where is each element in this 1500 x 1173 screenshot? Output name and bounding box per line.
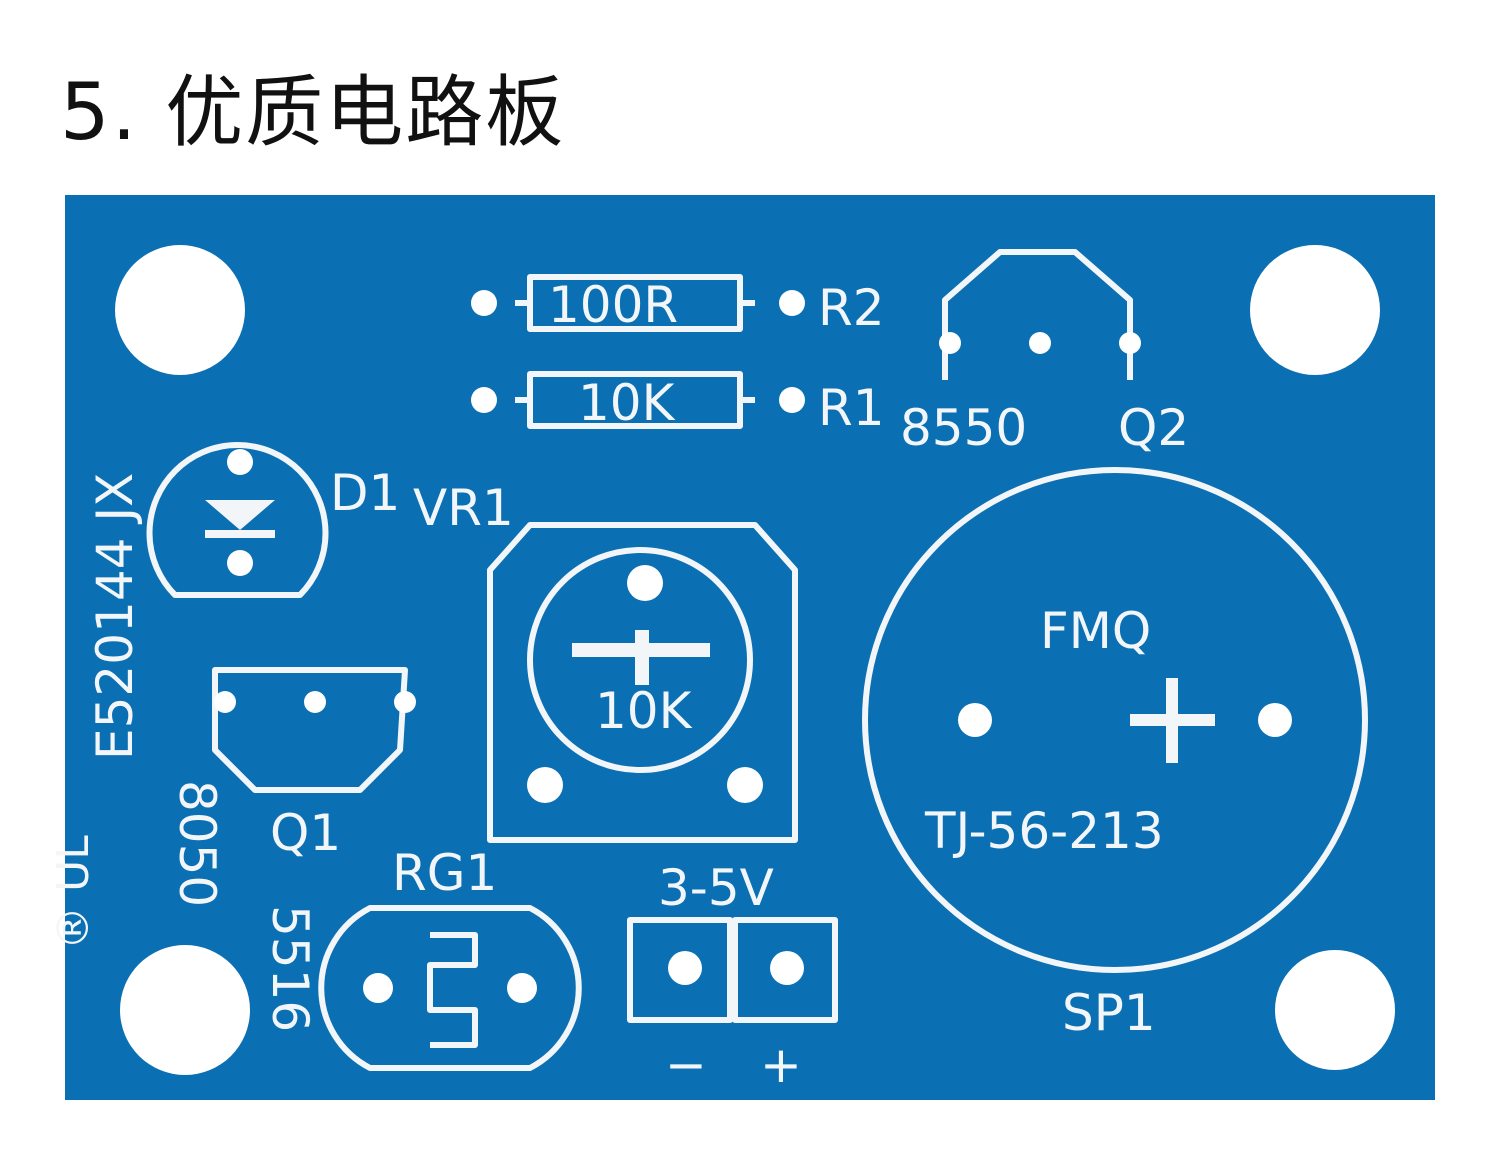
photoresistor-rg1: RG1 5516 bbox=[261, 844, 582, 1071]
resistor-r2: 100R R2 bbox=[471, 274, 885, 337]
buzzer-type-label: FMQ bbox=[1040, 602, 1151, 660]
mounting-holes bbox=[115, 245, 1395, 1075]
transistor-q2: 8550 Q2 bbox=[900, 249, 1189, 457]
q1-part-label: 8050 bbox=[168, 780, 226, 907]
resistor-r1: 10K R1 bbox=[471, 371, 885, 437]
vr1-value-label: 10K bbox=[595, 682, 693, 740]
vr1-label: VR1 bbox=[413, 479, 514, 537]
q2-part-label: 8550 bbox=[900, 399, 1027, 457]
board-code-label: E520144 JX bbox=[86, 473, 144, 760]
d1-label: D1 bbox=[330, 464, 400, 522]
buzzer-sp1: FMQ TJ-56-213 SP1 bbox=[862, 467, 1368, 1042]
page-title: 5. 优质电路板 bbox=[60, 68, 566, 158]
r2-value-label: 100R bbox=[548, 276, 678, 334]
rg1-part-label: 5516 bbox=[261, 905, 319, 1032]
sp1-label: SP1 bbox=[1062, 984, 1156, 1042]
q1-label: Q1 bbox=[270, 804, 341, 862]
rg1-label: RG1 bbox=[392, 844, 497, 902]
q2-label: Q2 bbox=[1118, 399, 1189, 457]
power-connector: 3-5V − + bbox=[627, 859, 838, 1094]
potentiometer-vr1: 10K bbox=[487, 522, 798, 843]
r1-value-label: 10K bbox=[578, 374, 676, 432]
minus-label: − bbox=[665, 1036, 707, 1094]
transistor-q1: Q1 8050 bbox=[168, 667, 416, 907]
r2-label: R2 bbox=[818, 279, 885, 337]
led-d1: D1 bbox=[146, 442, 400, 598]
ul-logo: ® UL bbox=[48, 835, 99, 950]
r1-label: R1 bbox=[818, 379, 885, 437]
voltage-label: 3-5V bbox=[658, 859, 774, 917]
plus-label: + bbox=[760, 1036, 802, 1094]
buzzer-part-label: TJ-56-213 bbox=[924, 802, 1164, 860]
